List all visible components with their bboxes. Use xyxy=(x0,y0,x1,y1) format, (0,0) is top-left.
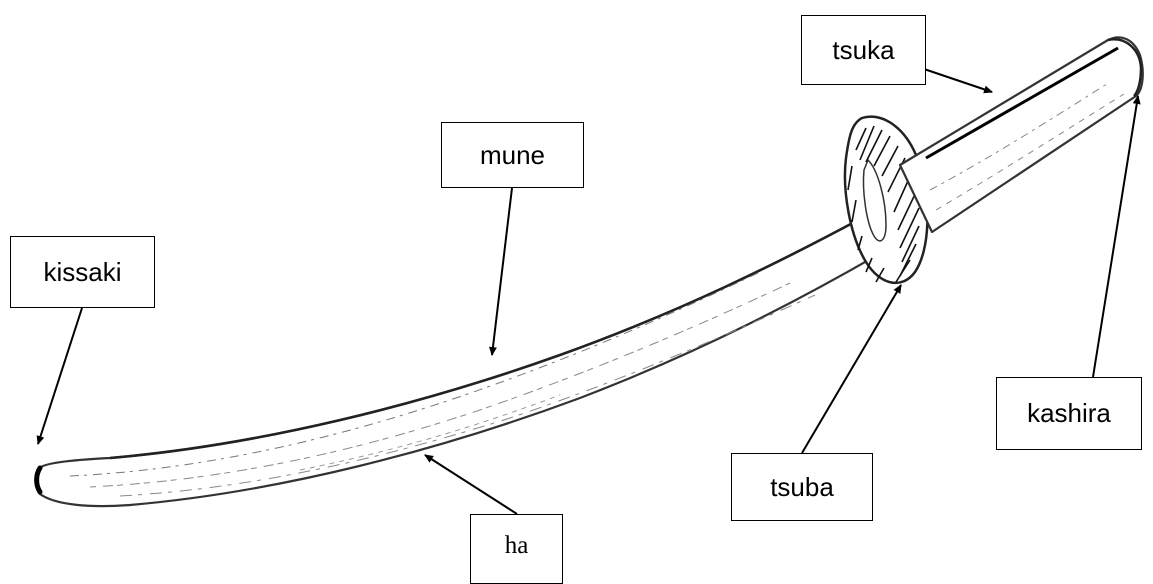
arrow-tsuba xyxy=(802,285,901,453)
arrow-kashira xyxy=(1093,96,1138,377)
label-kashira: kashira xyxy=(996,377,1142,450)
sword-tsuka xyxy=(900,37,1143,232)
label-tsuba: tsuba xyxy=(731,453,873,521)
arrow-ha xyxy=(425,455,517,514)
label-tsuka: tsuka xyxy=(801,15,926,85)
label-kissaki: kissaki xyxy=(10,236,155,308)
arrow-kissaki xyxy=(38,308,82,444)
label-mune: mune xyxy=(441,122,584,188)
arrow-mune xyxy=(492,188,512,355)
arrow-tsuka xyxy=(924,69,992,92)
label-ha: ha xyxy=(470,514,563,584)
